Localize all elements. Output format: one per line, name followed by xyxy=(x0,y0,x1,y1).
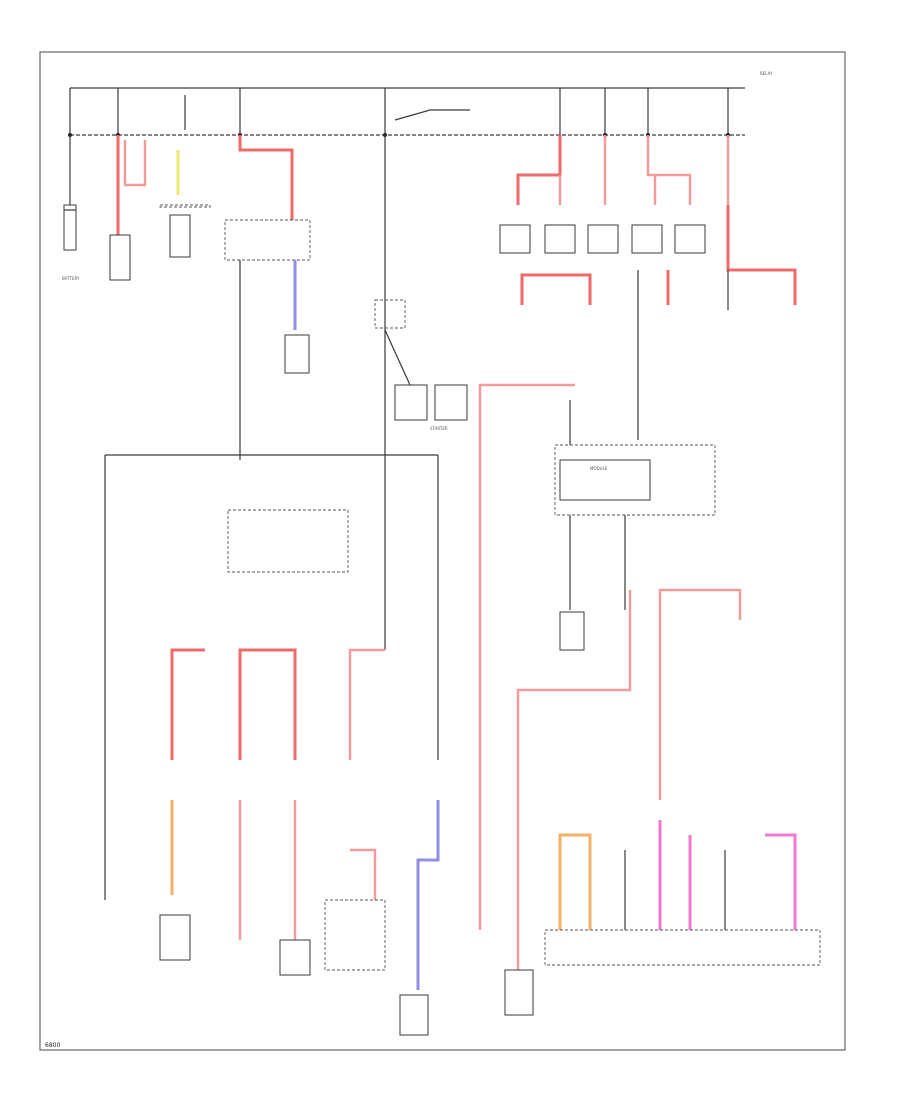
fuse-panel-left xyxy=(109,95,211,281)
diagram-frame xyxy=(39,51,846,1051)
svg-text:MODULE: MODULE xyxy=(590,466,608,471)
svg-text:BATTERY: BATTERY xyxy=(62,276,80,281)
svg-text:RELAY: RELAY xyxy=(760,71,773,76)
battery xyxy=(63,135,77,251)
diagram-labels: BATTERY RELAY STARTER MODULE xyxy=(62,71,773,471)
svg-text:STARTER: STARTER xyxy=(430,426,448,431)
bottom-connector-group xyxy=(544,820,821,966)
relay-center xyxy=(224,135,311,460)
fuse-panel-lower xyxy=(104,454,534,1036)
starter-circuit xyxy=(374,109,470,650)
feed-circuits xyxy=(348,383,742,970)
control-module-right xyxy=(554,400,716,651)
main-power-bus xyxy=(68,87,745,137)
fuse-panel-right-top xyxy=(499,135,797,440)
footer-code: 6800 xyxy=(45,1042,60,1049)
